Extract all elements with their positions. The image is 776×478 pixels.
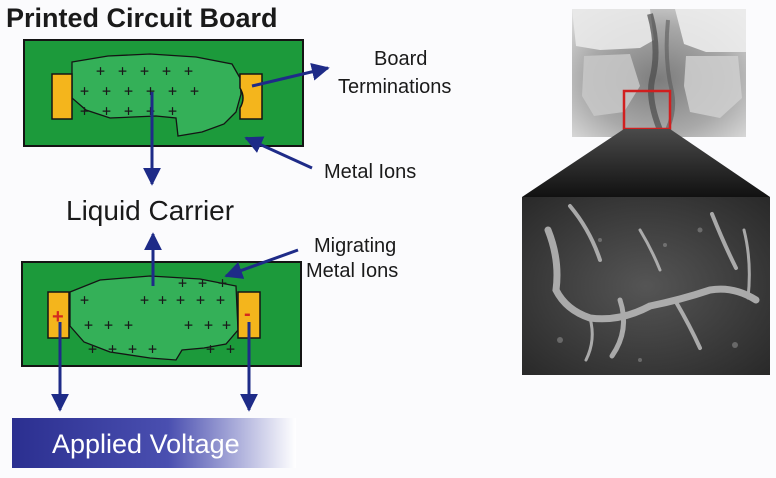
- ion-marker: +: [124, 82, 133, 100]
- label-migrating: Migrating: [314, 235, 396, 257]
- ion-marker: +: [148, 340, 157, 358]
- ion-marker: +: [80, 82, 89, 100]
- ion-marker: +: [216, 291, 225, 309]
- micrograph-top: [572, 9, 746, 137]
- ion-marker: +: [88, 340, 97, 358]
- ion-marker: +: [168, 82, 177, 100]
- ion-marker: +: [124, 102, 133, 120]
- arrow-metal-ions: [244, 136, 313, 170]
- ion-marker: +: [128, 340, 137, 358]
- ion-marker: +: [124, 316, 133, 334]
- ion-marker: +: [162, 62, 171, 80]
- applied-voltage-bar: [12, 418, 296, 468]
- migrating-region: [69, 275, 239, 361]
- page-title: Printed Circuit Board: [6, 3, 278, 33]
- label-metal-ions-2: Metal Ions: [306, 260, 398, 282]
- label-liquid-carrier: Liquid Carrier: [66, 195, 234, 226]
- dendrite-structure: [544, 204, 760, 362]
- ion-marker: +: [102, 82, 111, 100]
- ion-marker: +: [176, 291, 185, 309]
- ion-marker: +: [184, 62, 193, 80]
- ion-marker: +: [226, 340, 235, 358]
- ion-marker: +: [104, 316, 113, 334]
- ion-marker: +: [190, 82, 199, 100]
- arrow-migrating-ions: [224, 248, 299, 279]
- ion-marker: +: [146, 82, 155, 100]
- ion-marker: +: [80, 291, 89, 309]
- ion-marker: +: [168, 102, 177, 120]
- label-terminations: Terminations: [338, 76, 451, 98]
- label-board: Board: [374, 48, 427, 70]
- ion-marker: +: [102, 102, 111, 120]
- polarity-negative: -: [244, 303, 251, 325]
- ion-marker: +: [140, 62, 149, 80]
- label-metal-ions: Metal Ions: [324, 161, 416, 183]
- terminal-left: [51, 73, 73, 120]
- polarity-positive: +: [52, 306, 64, 328]
- ion-marker: +: [80, 102, 89, 120]
- zoom-funnel: [522, 129, 770, 197]
- sem-image-bottom: [522, 197, 770, 375]
- migrating-ion-markers: +++++++++++++++++++++: [80, 274, 235, 358]
- micrograph-bottom: [522, 197, 770, 375]
- ion-marker: +: [84, 316, 93, 334]
- ion-marker: +: [204, 316, 213, 334]
- ion-marker: +: [198, 274, 207, 292]
- top-board: ++++++++++++++++: [23, 39, 304, 147]
- ion-marker: +: [218, 274, 227, 292]
- ion-marker: +: [184, 316, 193, 334]
- bottom-board: + - +++++++++++++++++++++: [21, 261, 302, 367]
- ion-marker: +: [108, 340, 117, 358]
- liquid-carrier-region: [71, 53, 242, 137]
- label-applied-voltage: Applied Voltage: [52, 429, 240, 459]
- ion-marker: +: [206, 340, 215, 358]
- ion-marker: +: [96, 62, 105, 80]
- arrow-board-terminations: [251, 62, 330, 88]
- ion-marker: +: [178, 274, 187, 292]
- ion-marker: +: [118, 62, 127, 80]
- ion-marker: +: [158, 291, 167, 309]
- arrows: [51, 62, 330, 412]
- ion-marker: +: [196, 291, 205, 309]
- ion-marker: +: [140, 291, 149, 309]
- terminal-right: [239, 73, 263, 120]
- ion-marker: +: [222, 316, 231, 334]
